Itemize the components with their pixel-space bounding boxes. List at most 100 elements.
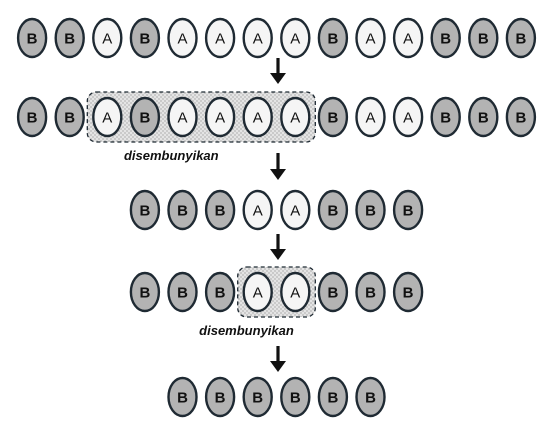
- token-letter: B: [139, 203, 150, 220]
- token-oval: [129, 17, 161, 59]
- token-oval: [392, 189, 424, 231]
- token-b: B: [129, 17, 161, 59]
- token-letter: B: [515, 31, 526, 48]
- token-oval: [280, 271, 311, 313]
- token-b: B: [317, 271, 349, 313]
- token-letter: B: [365, 203, 376, 220]
- token-b: B: [280, 376, 311, 418]
- token-letter: B: [327, 31, 338, 48]
- token-b: B: [204, 376, 236, 418]
- token-letter: A: [102, 31, 112, 48]
- token-oval: [317, 376, 349, 418]
- token-oval: [505, 96, 537, 138]
- token-letter: B: [478, 31, 489, 48]
- token-oval: [355, 17, 386, 59]
- token-oval: [54, 17, 85, 59]
- token-letter: A: [177, 31, 187, 48]
- token-oval: [355, 271, 386, 313]
- token-oval: [317, 96, 349, 138]
- token-letter: B: [27, 110, 38, 127]
- token-b: B: [129, 271, 161, 313]
- token-oval: [505, 17, 537, 59]
- token-oval: [430, 17, 461, 59]
- token-oval: [204, 96, 236, 138]
- token-b: B: [204, 189, 236, 231]
- token-letter: B: [290, 390, 301, 407]
- token-b: B: [430, 96, 461, 138]
- token-oval: [167, 189, 198, 231]
- token-letter: A: [290, 203, 300, 220]
- token-a: A: [242, 17, 273, 59]
- token-b: B: [16, 17, 48, 59]
- token-letter: B: [64, 110, 75, 127]
- token-letter: B: [327, 390, 338, 407]
- token-letter: B: [365, 285, 376, 302]
- token-b: B: [317, 189, 349, 231]
- token-a: A: [92, 17, 123, 59]
- token-letter: B: [515, 110, 526, 127]
- token-letter: A: [253, 285, 263, 302]
- token-a: A: [92, 96, 123, 138]
- token-letter: A: [290, 31, 300, 48]
- token-letter: B: [177, 203, 188, 220]
- down-arrow-icon: [270, 234, 286, 260]
- token-letter: B: [252, 390, 263, 407]
- token-oval: [167, 17, 198, 59]
- token-oval: [92, 17, 123, 59]
- token-letter: A: [290, 110, 300, 127]
- token-oval: [468, 96, 499, 138]
- hidden-label: disembunyikan: [199, 323, 294, 338]
- token-a: A: [355, 96, 386, 138]
- token-a: A: [167, 17, 198, 59]
- token-oval: [242, 376, 273, 418]
- token-letter: B: [215, 203, 226, 220]
- token-b: B: [167, 376, 198, 418]
- token-letter: A: [253, 110, 263, 127]
- token-a: A: [280, 17, 311, 59]
- token-b: B: [129, 96, 161, 138]
- token-a: A: [242, 96, 273, 138]
- token-a: A: [280, 96, 311, 138]
- token-b: B: [430, 17, 461, 59]
- token-letter: A: [102, 110, 112, 127]
- token-oval: [392, 96, 424, 138]
- token-oval: [242, 96, 273, 138]
- token-letter: B: [177, 390, 188, 407]
- token-letter: B: [440, 31, 451, 48]
- token-letter: A: [253, 31, 263, 48]
- token-letter: A: [365, 31, 375, 48]
- token-a: A: [280, 271, 311, 313]
- token-letter: B: [139, 110, 150, 127]
- token-letter: B: [177, 285, 188, 302]
- token-oval: [204, 376, 236, 418]
- token-letter: A: [215, 31, 225, 48]
- token-letter: B: [327, 203, 338, 220]
- token-oval: [204, 271, 236, 313]
- token-b: B: [16, 96, 48, 138]
- token-b: B: [242, 376, 273, 418]
- token-letter: B: [139, 31, 150, 48]
- token-a: A: [167, 96, 198, 138]
- token-oval: [280, 96, 311, 138]
- down-arrow-icon: [270, 58, 286, 84]
- token-letter: A: [365, 110, 375, 127]
- token-b: B: [468, 17, 499, 59]
- token-oval: [167, 96, 198, 138]
- token-oval: [204, 189, 236, 231]
- token-b: B: [355, 376, 386, 418]
- token-oval: [242, 271, 273, 313]
- token-b: B: [317, 17, 349, 59]
- token-a: A: [280, 189, 311, 231]
- token-b: B: [392, 189, 424, 231]
- token-a: A: [204, 17, 236, 59]
- token-oval: [280, 189, 311, 231]
- token-letter: B: [403, 285, 414, 302]
- token-b: B: [167, 189, 198, 231]
- token-oval: [280, 17, 311, 59]
- token-oval: [317, 17, 349, 59]
- token-letter: B: [365, 390, 376, 407]
- token-oval: [92, 96, 123, 138]
- token-letter: A: [177, 110, 187, 127]
- token-b: B: [355, 271, 386, 313]
